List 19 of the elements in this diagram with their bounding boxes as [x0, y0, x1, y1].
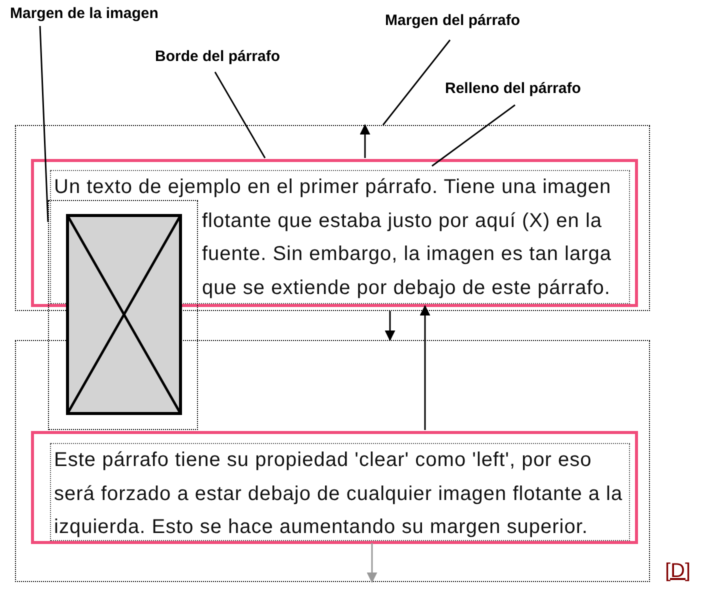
paragraph-text: Un texto de ejemplo en el primer párrafo. Tiene una imagen flotante que estaba justo por aquí (X) en la fuente. Sin embargo, la imagen es tan larga que se extiende por debajo de este párrafo.	[54, 176, 612, 298]
callout-label: Margen de la imagen	[10, 5, 158, 22]
callout-label: Relleno del párrafo	[445, 80, 581, 97]
arrow	[420, 304, 430, 430]
arrow	[360, 124, 370, 158]
margin-box	[15, 340, 650, 582]
callout-label: Margen del párrafo	[385, 12, 520, 29]
leader-line	[432, 104, 516, 167]
leader-line	[214, 72, 266, 158]
margin-box	[15, 125, 650, 311]
leader-line	[382, 40, 451, 126]
paragraph-text: Este párrafo tiene su propiedad 'clear' como 'left', por eso será forzado a estar debajo de cualquier imagen flotante a la izquierda. Esto se hace aumentando su margen superior.	[54, 449, 623, 538]
callout-label: Borde del párrafo	[155, 48, 280, 65]
border-box	[31, 431, 638, 544]
image-margin-box	[48, 200, 198, 430]
leader-line	[39, 26, 49, 222]
arrow	[384, 311, 396, 342]
link: [D]	[665, 560, 691, 583]
arrow	[366, 543, 378, 584]
